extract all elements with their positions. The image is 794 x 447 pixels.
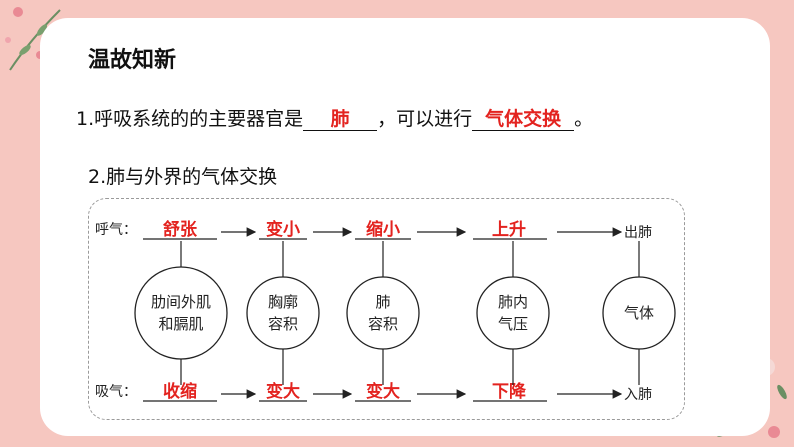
inhale-answer-muscle: 收缩 — [163, 381, 197, 402]
node-muscles-line1: 肋间外肌 — [151, 293, 211, 311]
inhale-row: 收缩 变大 变大 下降 入肺 — [143, 381, 652, 403]
q1-middle: ，可以进行 — [377, 108, 473, 130]
exhale-answer-pressure: 上升 — [492, 220, 526, 240]
exhale-answer-lung: 缩小 — [366, 219, 400, 240]
node-gas-label: 气体 — [624, 304, 654, 322]
node-lung-line2: 容积 — [368, 315, 398, 333]
content-card — [40, 18, 770, 436]
exhale-row: 舒张 变小 缩小 上升 出肺 — [143, 219, 652, 241]
node-muscles-line2: 和膈肌 — [158, 315, 203, 333]
node-pressure-line1: 肺内 — [498, 293, 528, 311]
inhale-answer-lung: 变大 — [366, 381, 400, 402]
q1-answer-organ: 肺 — [303, 108, 378, 131]
node-thorax-line1: 胸廓 — [268, 293, 298, 311]
question-1: 1.呼吸系统的的主要器官是肺，可以进行气体交换。 — [76, 104, 593, 131]
q1-answer-function: 气体交换 — [472, 108, 575, 131]
diagram-svg: 呼气： 吸气： 舒张 变小 缩小 上升 出肺 收缩 变大 — [95, 219, 676, 403]
node-lung-pressure: 肺内 气压 — [476, 276, 550, 350]
exhale-answer-muscle: 舒张 — [163, 219, 198, 240]
inhale-end: 入肺 — [624, 387, 652, 403]
question-2-title: 2.肺与外界的气体交换 — [88, 166, 278, 188]
inhale-answer-pressure: 下降 — [492, 381, 527, 402]
node-thorax: 胸廓 容积 — [246, 276, 320, 350]
exhale-end: 出肺 — [624, 225, 652, 241]
inhale-label: 吸气： — [95, 384, 137, 400]
node-muscles: 肋间外肌 和膈肌 — [134, 266, 228, 360]
exhale-label: 呼气： — [95, 222, 137, 238]
q1-suffix: 。 — [574, 108, 594, 130]
node-lung-volume: 肺 容积 — [346, 276, 420, 350]
connectors — [180, 241, 640, 385]
node-thorax-line2: 容积 — [268, 315, 298, 333]
node-pressure-line2: 气压 — [498, 315, 528, 333]
gas-exchange-diagram: 呼气： 吸气： 舒张 变小 缩小 上升 出肺 收缩 变大 — [88, 198, 685, 420]
inhale-answer-thorax: 变大 — [266, 381, 300, 402]
section-heading: 温故知新 — [88, 48, 177, 73]
node-gas: 气体 — [602, 276, 676, 350]
q1-prefix: 1.呼吸系统的的主要器官是 — [76, 108, 304, 130]
node-lung-line1: 肺 — [375, 293, 390, 311]
exhale-answer-thorax: 变小 — [266, 219, 300, 240]
